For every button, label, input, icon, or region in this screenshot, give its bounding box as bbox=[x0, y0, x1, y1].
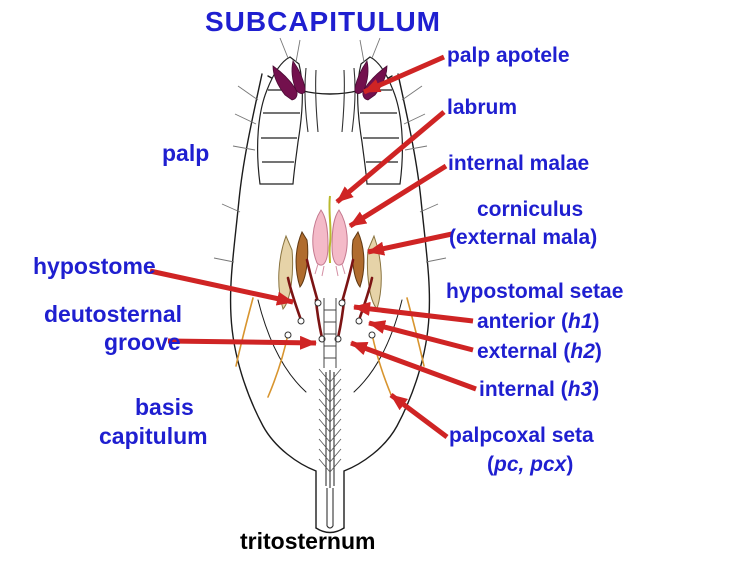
label-groove: groove bbox=[104, 329, 181, 355]
internal-post: ) bbox=[592, 378, 600, 401]
arrow-internal-h3 bbox=[350, 340, 477, 392]
external-pre: external ( bbox=[477, 340, 571, 363]
label-internal-h3: internal (h3) bbox=[479, 378, 599, 401]
arrow-labrum bbox=[335, 110, 446, 204]
deutosternal-groove-shape bbox=[323, 298, 337, 368]
label-hypostome: hypostome bbox=[33, 253, 156, 279]
anterior-italic: h1 bbox=[568, 310, 593, 333]
label-palpcoxal-abbrev: (pc, pcx) bbox=[487, 453, 573, 476]
label-tritosternum: tritosternum bbox=[240, 528, 376, 554]
label-basis: basis bbox=[135, 394, 194, 420]
internal-malae-shapes bbox=[312, 209, 348, 277]
arrow-palpcoxal-seta bbox=[389, 393, 449, 439]
chelicerae-lines bbox=[304, 67, 356, 133]
internal-pre: internal ( bbox=[479, 378, 568, 401]
label-palp-apotele: palp apotele bbox=[447, 44, 570, 67]
labrum-shape bbox=[328, 195, 332, 264]
label-corniculus-line2: (external mala) bbox=[449, 226, 598, 249]
arrow-external-h2 bbox=[368, 320, 474, 353]
label-hypostomal-setae: hypostomal setae bbox=[446, 280, 624, 303]
diagram-title: SUBCAPITULUM bbox=[205, 6, 441, 37]
palp-hairs bbox=[213, 37, 447, 263]
arrow-corniculus bbox=[367, 231, 453, 256]
label-external-h2: external (h2) bbox=[477, 340, 602, 363]
internal-italic: h3 bbox=[567, 378, 593, 401]
tritosternum-shape bbox=[318, 368, 342, 529]
external-post: ) bbox=[594, 340, 602, 363]
palpcoxal-post: ) bbox=[566, 453, 574, 476]
label-anterior-h1: anterior (h1) bbox=[477, 310, 600, 333]
arrow-hypostome bbox=[149, 268, 294, 306]
arrow-anterior-h1 bbox=[353, 301, 474, 324]
corniculus-shapes bbox=[295, 230, 365, 289]
anterior-pre: anterior ( bbox=[477, 310, 569, 333]
label-palp: palp bbox=[162, 140, 210, 166]
arrow-internal-malae bbox=[348, 163, 448, 229]
anterior-post: ) bbox=[592, 310, 600, 333]
label-capitulum: capitulum bbox=[99, 423, 208, 449]
palpcoxal-pre: ( bbox=[487, 453, 494, 476]
arrow-palp-apotele bbox=[362, 54, 446, 95]
arrow-deutosternal-groove bbox=[167, 335, 317, 350]
callout-arrows bbox=[149, 54, 477, 439]
label-labrum: labrum bbox=[447, 96, 518, 119]
label-palpcoxal-seta: palpcoxal seta bbox=[449, 424, 594, 447]
palpcoxal-italic: pc, pcx bbox=[494, 453, 567, 476]
external-italic: h2 bbox=[570, 340, 595, 363]
label-internal-malae: internal malae bbox=[448, 152, 590, 175]
label-deutosternal: deutosternal bbox=[44, 301, 183, 327]
label-corniculus-line1: corniculus bbox=[477, 198, 584, 221]
